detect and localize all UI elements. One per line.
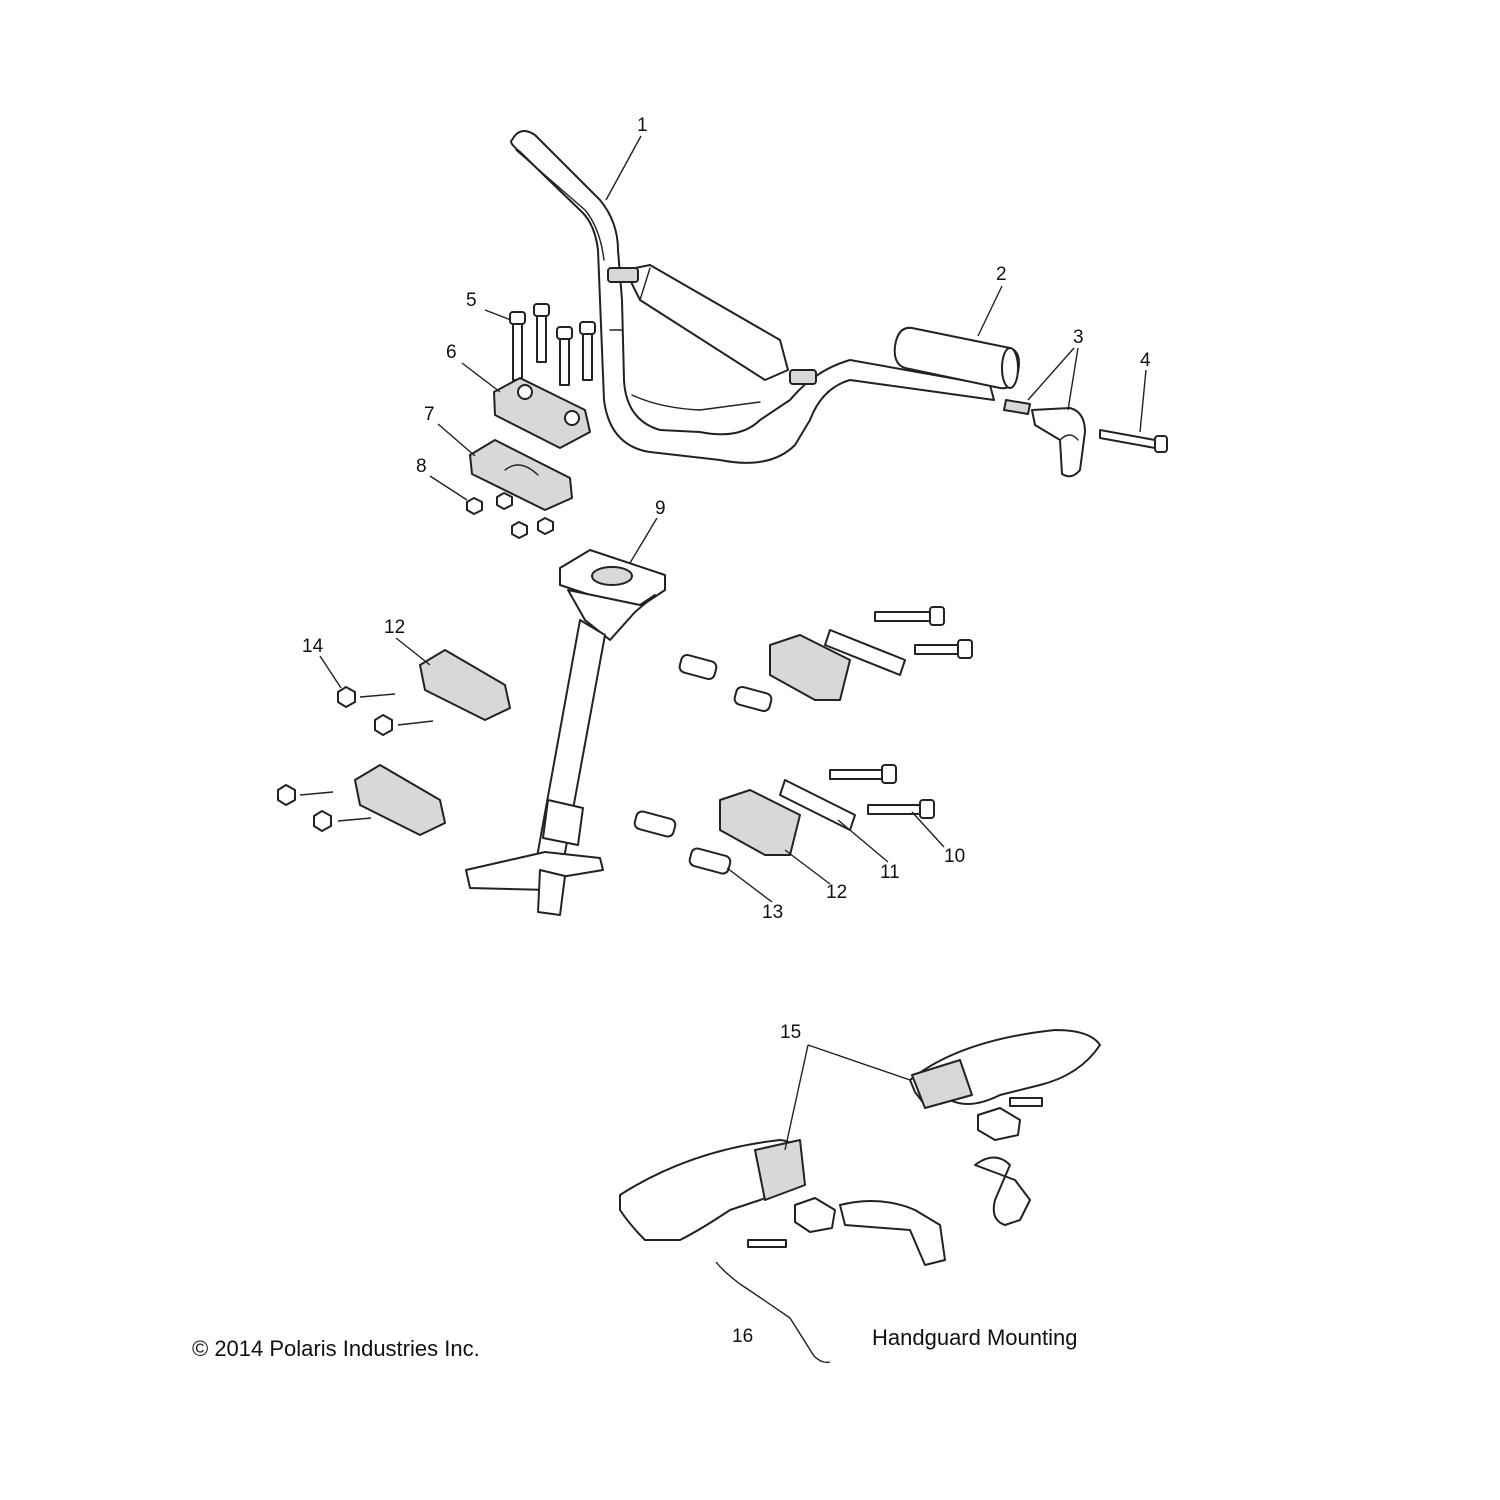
callout-9: 9 (655, 498, 666, 519)
grip (893, 326, 1020, 390)
riser-block (469, 439, 573, 511)
callout-12b: 12 (826, 882, 847, 903)
callout-16: 16 (732, 1326, 753, 1347)
upper-clamp (493, 377, 591, 449)
handguard-mounting-label: Handguard Mounting (872, 1325, 1077, 1350)
callout-7: 7 (424, 404, 435, 425)
callout-6: 6 (446, 342, 457, 363)
steering-post (465, 549, 666, 916)
lower-clamps-left (277, 649, 511, 836)
long-bolt (1099, 429, 1168, 453)
callout-11: 11 (880, 862, 900, 883)
callout-10: 10 (944, 846, 965, 867)
callout-15: 15 (780, 1022, 801, 1043)
callout-14: 14 (302, 636, 324, 657)
lever-assembly (1003, 399, 1086, 478)
callout-1: 1 (637, 115, 648, 136)
callout-4: 4 (1140, 350, 1151, 371)
riser-nuts (466, 492, 554, 539)
handguard-left (619, 1139, 946, 1266)
callout-13: 13 (762, 902, 783, 923)
callout-5: 5 (466, 290, 477, 311)
callout-3: 3 (1073, 327, 1084, 348)
leader-lines (319, 135, 1147, 1364)
callout-12a: 12 (384, 617, 405, 638)
callout-2: 2 (996, 264, 1007, 285)
copyright-notice: © 2014 Polaris Industries Inc. (192, 1336, 480, 1361)
handguard-right (909, 1029, 1101, 1226)
riser-bolts (509, 303, 596, 386)
callout-8: 8 (416, 456, 427, 477)
handlebar (510, 130, 995, 464)
upper-mount-hardware (678, 606, 973, 713)
lower-mount-hardware (633, 764, 935, 875)
callout-labels: 1 2 3 4 5 6 7 8 9 14 12 10 11 12 13 15 1… (302, 115, 1151, 1347)
